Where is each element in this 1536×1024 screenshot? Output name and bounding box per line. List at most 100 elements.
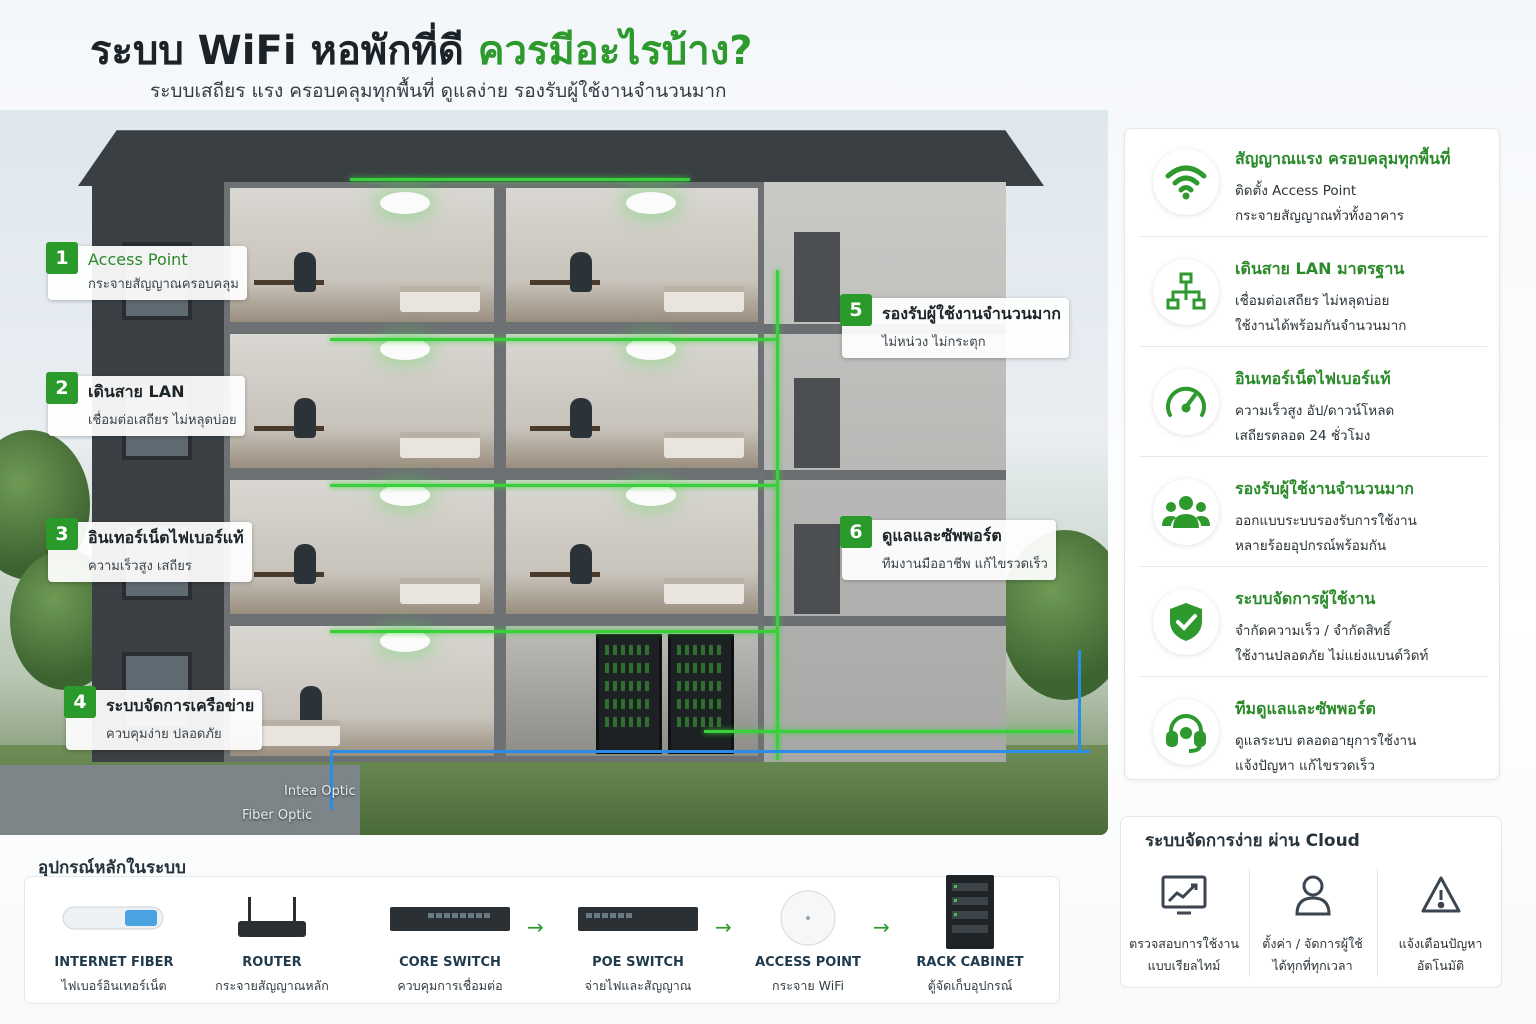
desk xyxy=(530,426,600,456)
features-panel: สัญญาณแรง ครอบคลุมทุกพื้นที่ ติดตั้ง Acc… xyxy=(1124,128,1500,780)
callout-title: เดินสาย LAN xyxy=(88,382,185,401)
feature-title: อินเทอร์เน็ตไฟเบอร์แท้ xyxy=(1235,369,1391,388)
student xyxy=(570,544,592,584)
feature-item: อินเทอร์เน็ตไฟเบอร์แท้ ความเร็วสูง อัป/ด… xyxy=(1139,349,1487,457)
callout-many-users: 5 รองรับผู้ใช้งานจำนวนมาก ไม่หน่วง ไม่กร… xyxy=(840,294,1069,358)
rack-cabinet-image xyxy=(895,875,1045,949)
callout-desc: ควบคุมง่าย ปลอดภัย xyxy=(106,727,222,742)
fiber-cable xyxy=(330,750,333,810)
lan-cable xyxy=(330,338,776,341)
callout-number: 5 xyxy=(840,294,872,326)
callout-desc: เชื่อมต่อเสถียร ไม่หลุดบ่อย xyxy=(88,413,237,428)
page-title: ระบบ WiFi หอพักที่ดี ควรมีอะไรบ้าง? xyxy=(90,18,752,82)
equipment-name: RACK CABINET xyxy=(916,955,1024,970)
dorm-room xyxy=(500,474,764,620)
desk xyxy=(254,572,324,602)
callout-network-management: 4 ระบบจัดการเครือข่าย ควบคุมง่าย ปลอดภัย xyxy=(64,686,263,750)
equipment-item: RACK CABINET ตู้จัดเก็บอุปกรณ์ xyxy=(895,875,1045,996)
core-switch-image xyxy=(375,887,525,949)
headset-icon xyxy=(1153,699,1219,765)
fiber-label-top: Intea Optic xyxy=(284,784,356,799)
lan-cable xyxy=(330,630,776,633)
bed xyxy=(664,578,744,604)
fiber-cable xyxy=(1078,650,1081,750)
building-illustration: Intea Optic Fiber Optic 1 Access Point ก… xyxy=(0,110,1108,835)
cloud-item-label: ตั้งค่า / จัดการผู้ใช้ได้ทุกที่ทุกเวลา xyxy=(1250,933,1375,977)
feature-item: เดินสาย LAN มาตรฐาน เชื่อมต่อเสถียร ไม่ห… xyxy=(1139,239,1487,347)
user-icon xyxy=(1250,869,1375,921)
callout-title: รองรับผู้ใช้งานจำนวนมาก xyxy=(882,304,1061,323)
callout-number: 2 xyxy=(46,372,78,404)
feature-item: ระบบจัดการผู้ใช้งาน จำกัดความเร็ว / จำกั… xyxy=(1139,569,1487,677)
callout-desc: กระจายสัญญาณครอบคลุม xyxy=(88,277,239,292)
access-point-device xyxy=(380,192,430,214)
feature-title: ทีมดูแลและซัพพอร์ต xyxy=(1235,699,1376,718)
dorm-room xyxy=(500,328,764,474)
warning-icon xyxy=(1378,869,1503,921)
server-room xyxy=(500,620,764,762)
callout-number: 6 xyxy=(840,516,872,548)
cloud-item-line: อัตโนมัติ xyxy=(1416,958,1465,973)
equipment-desc: กระจายสัญญาณหลัก xyxy=(215,978,329,993)
student xyxy=(294,398,316,438)
access-point-image xyxy=(733,887,883,949)
fiber-label-bottom: Fiber Optic xyxy=(242,808,313,823)
fiber-modem-image xyxy=(39,887,189,949)
feature-line: ดูแลระบบ ตลอดอายุการใช้งาน xyxy=(1235,733,1417,749)
cloud-item-label: ตรวจสอบการใช้งานแบบเรียลไทม์ xyxy=(1121,933,1247,977)
chart-monitor-icon xyxy=(1121,869,1247,921)
access-point-device xyxy=(626,484,676,506)
equipment-item: ROUTER กระจายสัญญาณหลัก xyxy=(197,887,347,996)
callout-desc: ทีมงานมืออาชีพ แก้ไขรวดเร็ว xyxy=(882,557,1048,572)
equipment-name: CORE SWITCH xyxy=(399,955,501,970)
callout-title: ดูแลและซัพพอร์ต xyxy=(882,526,1002,545)
page-subtitle: ระบบเสถียร แรง ครอบคลุมทุกพื้นที่ ดูแลง่… xyxy=(150,80,727,102)
shield-icon xyxy=(1153,589,1219,655)
desk xyxy=(530,280,600,310)
feature-item: ทีมดูแลและซัพพอร์ต ดูแลระบบ ตลอดอายุการใ… xyxy=(1139,679,1487,787)
bed xyxy=(400,432,480,458)
sofa xyxy=(260,720,340,746)
callout-number: 3 xyxy=(46,518,78,550)
cloud-management-panel: ระบบจัดการง่าย ผ่าน Cloud ตรวจสอบการใช้ง… xyxy=(1120,816,1502,988)
callout-desc: ไม่หน่วง ไม่กระตุก xyxy=(882,335,986,350)
dorm-room xyxy=(224,328,500,474)
bed xyxy=(400,286,480,312)
door xyxy=(794,378,840,468)
cloud-title: ระบบจัดการง่าย ผ่าน Cloud xyxy=(1145,831,1360,851)
bed xyxy=(400,578,480,604)
callout-support: 6 ดูแลและซัพพอร์ต ทีมงานมืออาชีพ แก้ไขรว… xyxy=(840,516,1056,580)
equipment-desc: ควบคุมการเชื่อมต่อ xyxy=(397,978,503,993)
server-rack xyxy=(668,634,734,754)
dorm-room xyxy=(224,474,500,620)
page-title-accent: ควรมีอะไรบ้าง? xyxy=(477,28,753,74)
equipment-desc: ไฟเบอร์อินเทอร์เน็ต xyxy=(61,978,167,993)
door xyxy=(794,232,840,322)
access-point-device xyxy=(380,338,430,360)
lan-cable xyxy=(330,484,776,487)
cloud-item: ตั้งค่า / จัดการผู้ใช้ได้ทุกที่ทุกเวลา xyxy=(1249,869,1375,977)
callout-title: ระบบจัดการเครือข่าย xyxy=(106,696,255,715)
door xyxy=(794,524,840,614)
access-point-device xyxy=(380,630,430,652)
fiber-cable xyxy=(330,750,1090,753)
callout-number: 4 xyxy=(64,686,96,718)
users-icon xyxy=(1153,479,1219,545)
feature-line: กระจายสัญญาณทั่วทั้งอาคาร xyxy=(1235,208,1404,224)
speedometer-icon xyxy=(1153,369,1219,435)
arrow-right-icon: → xyxy=(527,915,544,939)
equipment-item: ACCESS POINT กระจาย WiFi xyxy=(733,887,883,996)
equipment-item: POE SWITCH จ่ายไฟและสัญญาณ xyxy=(563,887,713,996)
landing xyxy=(764,616,1006,626)
feature-item: รองรับผู้ใช้งานจำนวนมาก ออกแบบระบบรองรับ… xyxy=(1139,459,1487,567)
feature-line: จำกัดความเร็ว / จำกัดสิทธิ์ xyxy=(1235,623,1391,639)
feature-line: ใช้งานปลอดภัย ไม่แย่งแบนด์วิดท์ xyxy=(1235,648,1429,664)
cloud-item-line: ตั้งค่า / จัดการผู้ใช้ xyxy=(1262,936,1363,951)
equipment-desc: ตู้จัดเก็บอุปกรณ์ xyxy=(927,978,1013,993)
equipment-name: POE SWITCH xyxy=(592,955,684,970)
router-image xyxy=(197,887,347,949)
cloud-item-label: แจ้งเตือนปัญหาอัตโนมัติ xyxy=(1378,933,1503,977)
equipment-panel: INTERNET FIBER ไฟเบอร์อินเทอร์เน็ต ROUTE… xyxy=(24,875,1060,1004)
cloud-item: ตรวจสอบการใช้งานแบบเรียลไทม์ xyxy=(1121,869,1247,977)
feature-title: รองรับผู้ใช้งานจำนวนมาก xyxy=(1235,479,1414,498)
